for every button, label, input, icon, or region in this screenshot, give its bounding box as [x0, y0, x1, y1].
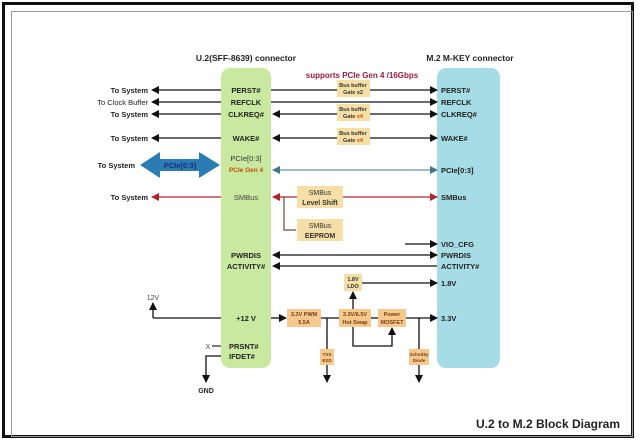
- schottky-line2: Diode: [413, 358, 426, 363]
- smbus-shift-line1: SMBus: [309, 190, 332, 197]
- m2-wake: WAKE#: [441, 134, 469, 143]
- m2-clkreq: CLKREQ#: [441, 110, 478, 119]
- u2-pcie-gen: PCIe Gen 4: [229, 167, 264, 174]
- m2-smbus: SMBus: [441, 193, 466, 202]
- diagram-title: U.2 to M.2 Block Diagram: [476, 417, 620, 431]
- u2-header: U.2(SFF-8639) connector: [196, 53, 297, 63]
- buffer1-line1: Bus buffer: [339, 83, 367, 89]
- tvs-line2: ESD: [322, 358, 332, 363]
- u2-pwrdis: PWRDIS: [231, 251, 261, 260]
- m2-pcie: PCIe[0:3]: [441, 166, 474, 175]
- ldo-line2: LDO: [347, 284, 359, 290]
- prsnt-nc-mark: X: [206, 344, 211, 351]
- buffer2-line1: Bus buffer: [339, 107, 367, 113]
- buffer1-box: [337, 80, 370, 97]
- u2-v12: +12 V: [236, 314, 256, 323]
- u2-clkreq: CLKREQ#: [228, 110, 265, 119]
- ifdet-gnd-line: [202, 355, 221, 383]
- clkreq-left-label: To System: [111, 110, 149, 119]
- buffer2-count: x4: [357, 114, 364, 120]
- supports-label: supports PCIe Gen 4 /16Gbps: [306, 71, 419, 80]
- u2-refclk: REFCLK: [231, 98, 262, 107]
- m2-activity: ACTIVITY#: [441, 262, 480, 271]
- buffer3-line1: Bus buffer: [339, 131, 367, 137]
- hotswap-box: [339, 309, 371, 327]
- pwm-line2: 5.5A: [298, 320, 310, 326]
- pwm-line1: 3.3V PWM: [291, 312, 318, 318]
- v12-input-label: 12V: [147, 295, 160, 302]
- hotswap-gate-control-line: [352, 327, 396, 347]
- eeprom-branch-line: [283, 197, 296, 231]
- smbus-left-label: To System: [111, 193, 149, 202]
- u2-smbus: SMBus: [234, 193, 258, 202]
- m2-vio-cfg: VIO_CFG: [441, 240, 474, 249]
- buffer3-box: [337, 128, 370, 145]
- m2-refclk: REFCLK: [441, 98, 472, 107]
- smbus-eeprom-line2: EEPROM: [305, 233, 336, 240]
- frame-inner-border: [11, 11, 633, 437]
- u2-ifdet: IFDET#: [229, 352, 256, 361]
- u2-connector-box: [221, 68, 271, 368]
- mosfet-box: [378, 309, 406, 327]
- u2-pcie: PCIe[0:3]: [230, 154, 261, 163]
- tvs-line1: TVS: [323, 352, 332, 357]
- schottky-line1: Schottky: [409, 352, 429, 357]
- smbus-eeprom-box: [297, 219, 343, 241]
- smbus-eeprom-line1: SMBus: [309, 223, 332, 230]
- pcie-left-label: To System: [98, 161, 136, 170]
- tvs-box: [320, 349, 334, 365]
- wake-left-label: To System: [111, 134, 149, 143]
- buffer3-gate: Gate: [343, 138, 355, 144]
- schottky-box: [409, 349, 429, 365]
- perst-left-label: To System: [111, 86, 149, 95]
- buffer2-box: [337, 104, 370, 121]
- buffer3-count: x4: [357, 138, 364, 144]
- smbus-shift-line2: Level Shift: [302, 200, 338, 207]
- m2-v18: 1.8V: [441, 279, 456, 288]
- mosfet-line2: MOSFET: [381, 320, 405, 326]
- m2-header: M.2 M-KEY connector: [426, 53, 514, 63]
- buffer2-line2: Gate x4: [343, 114, 364, 120]
- buffer2-gate: Gate: [343, 114, 355, 120]
- pcie-bidirectional-arrow: [140, 152, 220, 178]
- refclk-left-label: To Clock Buffer: [97, 98, 148, 107]
- u2-prsnt: PRSNT#: [229, 342, 259, 351]
- pwm-box: [287, 309, 321, 327]
- buffer1-line2: Gate x2: [343, 90, 363, 96]
- m2-pwrdis: PWRDIS: [441, 251, 471, 260]
- u2-perst: PERST#: [231, 86, 261, 95]
- m2-connector-box: [437, 68, 500, 368]
- gnd-label: GND: [198, 388, 214, 395]
- ldo-line1: 1.8V: [347, 277, 359, 283]
- u2-wake: WAKE#: [233, 134, 261, 143]
- pcie-arrow-label: PCIe[0:3]: [164, 161, 197, 170]
- m2-v33: 3.3V: [441, 314, 456, 323]
- m2-perst: PERST#: [441, 86, 471, 95]
- u2-activity: ACTIVITY#: [227, 262, 266, 271]
- buffer3-line2: Gate x4: [343, 138, 364, 144]
- mosfet-line1: Power: [384, 312, 401, 318]
- hotswap-line1: 3.3V/6.5V: [343, 312, 367, 318]
- smbus-shift-box: [297, 186, 343, 208]
- hotswap-line2: Hot Swap: [342, 320, 368, 326]
- ldo-box: [344, 274, 362, 291]
